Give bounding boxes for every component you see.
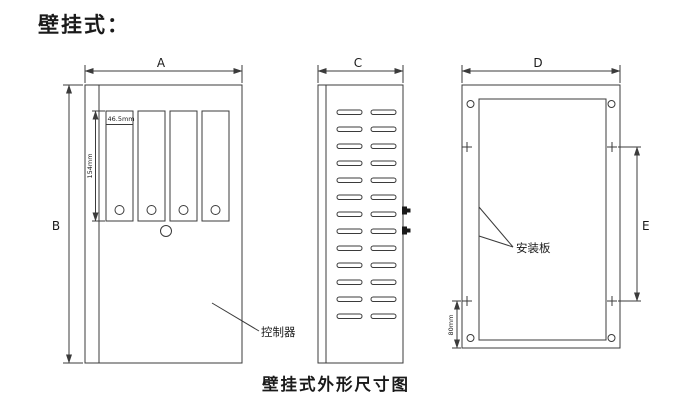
bottom-offset-label: 80mm [447,315,455,336]
dim-slot-height [92,110,105,222]
dim-bottom-offset [452,300,461,349]
side-view-outline [317,84,404,364]
mounting-hole-cross [461,295,473,307]
mounting-plate-leader-line [478,206,514,248]
front-center-hole [160,225,172,237]
latch-knob-tip [407,208,411,213]
side-view [317,84,404,364]
dim-b [63,84,83,364]
drawing-caption: 壁挂式外形尺寸图 [262,374,410,394]
dim-d [461,65,621,83]
controller-leader-line [211,302,260,332]
ventilation-slots [336,109,397,319]
dim-d-label: D [533,56,542,70]
mounting-hole-cross [606,141,618,153]
corner-hole [607,334,616,342]
latch-knobs [402,206,411,235]
corner-hole [607,100,616,108]
slot-width-label: 46.5mm [108,115,135,123]
front-view-outline [84,84,243,364]
dim-e-label: E [642,219,650,233]
front-slot [169,110,198,222]
front-slot [105,110,134,222]
mounting-hole-cross [461,141,473,153]
mounting-plate-leader-line [478,235,514,248]
front-slot [201,110,230,222]
mounting-plate-label: 安装板 [516,241,551,255]
mounting-plate-rect [478,98,607,341]
front-view [84,84,243,364]
controller-label: 控制器 [261,325,296,339]
dim-a-label: A [157,56,166,70]
dim-e [618,146,641,302]
rear-view [461,84,621,349]
corner-hole [466,100,475,108]
latch-knob [402,226,407,235]
dim-a [84,65,243,83]
dim-b-label: B [52,219,60,233]
page-title: 壁挂式： [38,13,130,37]
latch-knob-tip [407,228,411,233]
dim-c [317,65,404,83]
latch-knob [402,206,407,215]
mounting-hole-cross [606,295,618,307]
front-slot [137,110,166,222]
slot-height-label: 154mm [86,153,94,178]
rear-view-outline [461,84,621,349]
dim-c-label: C [354,56,362,70]
corner-hole [466,334,475,342]
